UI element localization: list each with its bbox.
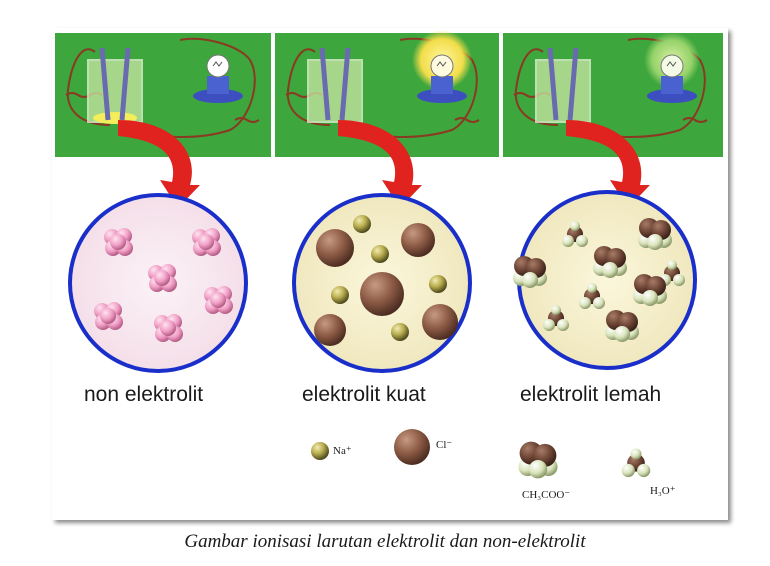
label-elektrolit-kuat: elektrolit kuat: [302, 383, 426, 407]
figure-caption: Gambar ionisasi larutan elektrolit dan n…: [0, 531, 770, 553]
legend-acetate-molecule: [518, 442, 557, 479]
legend-cl-ion: [394, 429, 430, 465]
beaker: [88, 48, 142, 124]
legend-na-ion: [311, 442, 329, 460]
beaker: [536, 48, 590, 122]
legend-hydronium-label: H₃O⁺: [650, 484, 676, 497]
label-elektrolit-lemah: elektrolit lemah: [520, 383, 661, 407]
beaker: [308, 48, 362, 122]
label-non-elektrolit: non elektrolit: [84, 383, 203, 407]
legend-na-label: Na⁺: [333, 444, 352, 457]
legend-acetate-label: CH₃COO⁻: [522, 488, 570, 501]
legend-cl-label: Cl⁻: [436, 438, 452, 451]
